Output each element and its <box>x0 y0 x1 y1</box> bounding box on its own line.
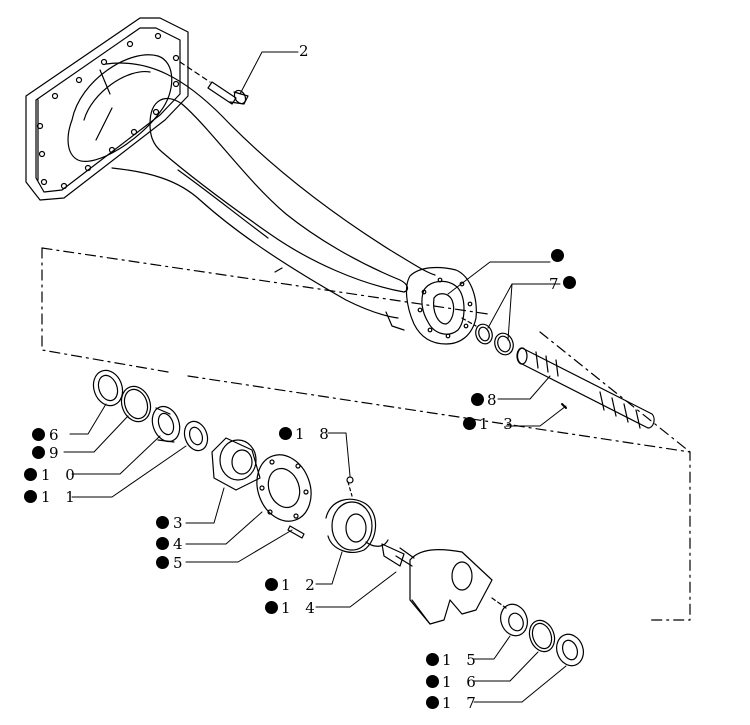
callout-label-8: 8 <box>487 391 502 409</box>
callout-marker-8 <box>471 393 484 406</box>
callout-marker-7 <box>563 276 576 289</box>
callout-marker-15 <box>426 653 439 666</box>
callout-label-18: 1 8 <box>295 425 334 443</box>
callout-label-15: 1 5 <box>442 651 481 669</box>
callout-marker-11 <box>24 490 37 503</box>
callout-label-11: 1 1 <box>41 488 80 506</box>
callout-label-10: 1 0 <box>41 466 80 484</box>
callout-label-7: 7 <box>549 275 564 293</box>
callout-marker-9 <box>32 446 45 459</box>
callout-marker-5 <box>156 556 169 569</box>
callout-marker-10 <box>24 468 37 481</box>
callout-marker-6 <box>32 428 45 441</box>
callout-marker-1 <box>551 249 564 262</box>
callout-label-14: 1 4 <box>281 599 320 617</box>
snap-ring-part-16 <box>528 619 556 653</box>
callout-marker-3 <box>156 516 169 529</box>
bearing-part-15 <box>500 603 528 637</box>
callout-label-12: 1 2 <box>281 576 320 594</box>
bearing-part-10 <box>151 405 181 443</box>
snap-rings-part-7 <box>475 323 514 356</box>
callout-marker-13 <box>463 417 476 430</box>
flange-plate-part-4 <box>256 454 312 522</box>
callout-label-2: 2 <box>299 42 314 60</box>
ring-part-11 <box>183 420 209 452</box>
axle-shaft-part-8 <box>516 347 655 429</box>
yoke-part-14 <box>381 543 493 625</box>
seal-part-6 <box>92 369 124 407</box>
callout-label-17: 1 7 <box>442 694 481 712</box>
assembly-boundary <box>41 247 691 621</box>
seal-part-17 <box>556 633 584 667</box>
callout-marker-4 <box>156 537 169 550</box>
callout-label-3: 3 <box>173 514 188 532</box>
screw-part-5 <box>287 525 305 539</box>
callout-label-5: 5 <box>173 554 188 572</box>
callout-label-13: 1 3 <box>479 415 518 433</box>
callout-label-16: 1 6 <box>442 673 481 691</box>
callout-marker-18 <box>279 427 292 440</box>
callout-marker-17 <box>426 696 439 709</box>
callout-label-9: 9 <box>49 444 64 462</box>
axle-housing <box>25 17 477 345</box>
callout-label-4: 4 <box>173 535 188 553</box>
snap-ring-part-9 <box>120 385 152 423</box>
bearing-housing-part-12 <box>325 498 389 553</box>
bushing-part-3 <box>211 437 261 491</box>
callout-marker-16 <box>426 675 439 688</box>
leader-lines <box>63 51 567 703</box>
callout-label-6: 6 <box>49 426 64 444</box>
callout-marker-12 <box>265 578 278 591</box>
bolt-part-2 <box>207 81 249 105</box>
callout-marker-14 <box>265 601 278 614</box>
